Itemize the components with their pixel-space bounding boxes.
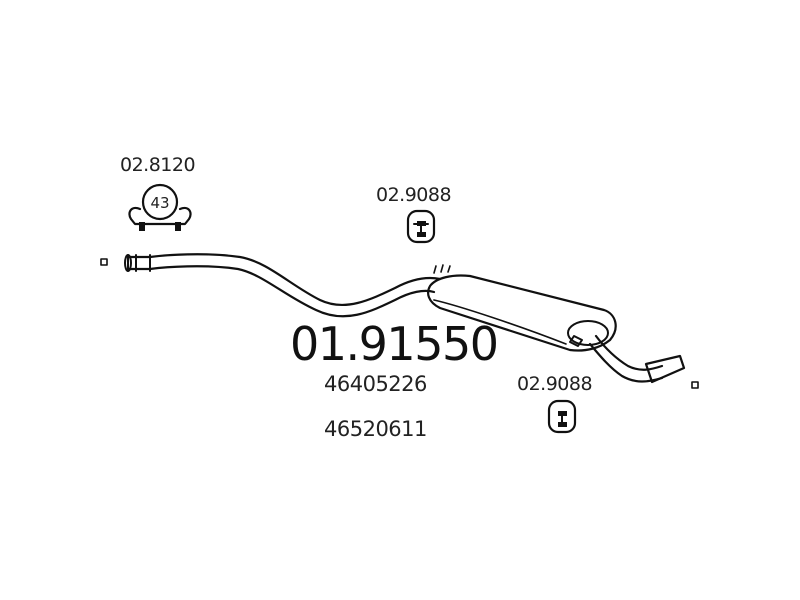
clamp-part-label: 02.8120 (120, 154, 195, 176)
rubber-hanger-icon (547, 399, 577, 434)
main-part-number: 01.91550 (290, 317, 498, 371)
hanger-top-part-label: 02.9088 (376, 184, 451, 206)
oem-number: 46405226 (324, 372, 427, 396)
oem-number: 46520611 (324, 417, 427, 441)
rubber-hanger-icon (406, 209, 436, 244)
exhaust-assembly-drawing (124, 253, 686, 384)
pipe-inlet-marker (100, 258, 108, 266)
clamp-size-label: 43 (150, 194, 169, 212)
clamp-icon (128, 183, 192, 231)
pipe-outlet-marker (691, 381, 699, 389)
hanger-bottom-part-label: 02.9088 (517, 373, 592, 395)
